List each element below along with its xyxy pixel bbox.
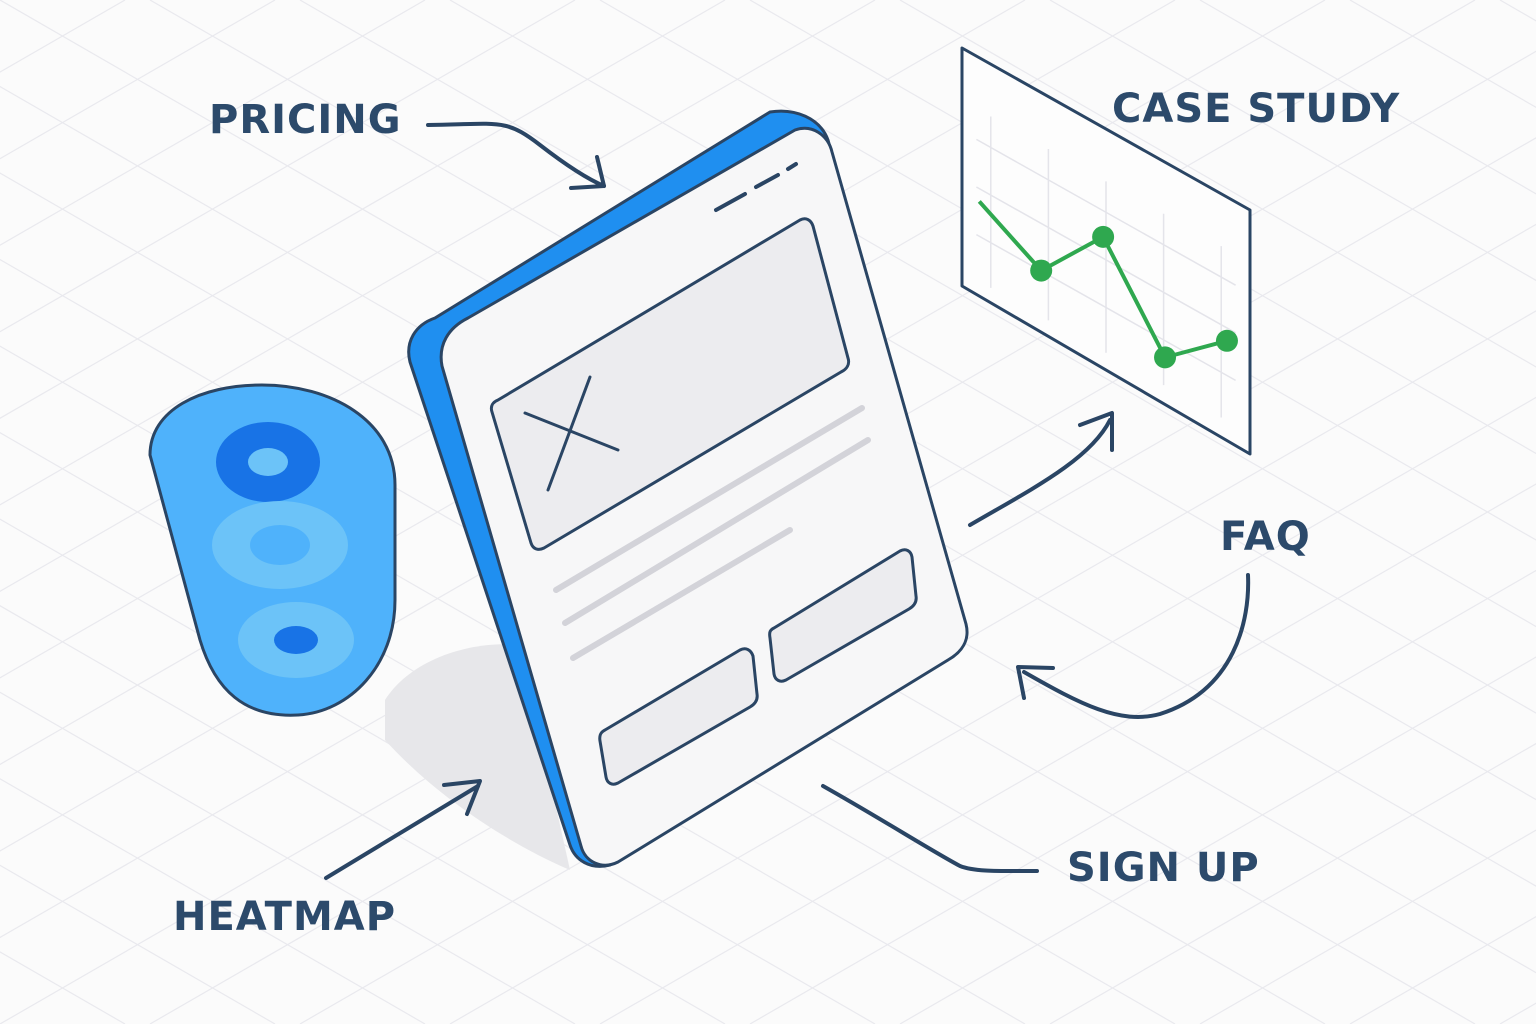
grid-line	[0, 0, 126, 73]
case-study-arrow-head	[1078, 411, 1114, 452]
label-case-study: CASE STUDY	[1112, 86, 1401, 132]
sign-up-arrow	[821, 784, 1039, 874]
grid-line	[149, 223, 1536, 1024]
heatmap-arrow-line	[324, 784, 480, 880]
grid-line	[449, 396, 1536, 1024]
chart-gridlines	[976, 116, 1236, 418]
grid-line	[1049, 0, 1536, 282]
heatmap-core-bottom	[274, 626, 318, 654]
chart-gridline-horizontal	[976, 186, 1236, 334]
faq-arrow	[1016, 573, 1251, 719]
text-line	[570, 527, 793, 661]
pricing-arrow-head	[569, 155, 606, 190]
heatmap-core-middle	[250, 525, 310, 565]
pricing-arrow-line	[426, 121, 606, 188]
chart-data-point	[1154, 346, 1177, 369]
hero-image-placeholder	[489, 217, 851, 551]
case-study-arrow	[968, 411, 1114, 527]
heatmap-blob-icon	[148, 383, 397, 717]
connector-arrows	[324, 121, 1251, 880]
grid-line	[0, 691, 576, 1024]
cta-button-right	[768, 548, 918, 683]
heatmap-arrow	[324, 779, 482, 880]
chart-gridline-horizontal	[976, 138, 1236, 286]
grid-line	[0, 951, 126, 1024]
window-controls	[714, 162, 798, 212]
grid-line	[0, 0, 426, 246]
grid-line	[0, 0, 726, 419]
grid-line	[899, 0, 1536, 368]
grid-line	[899, 656, 1536, 1024]
grid-line	[749, 569, 1536, 1024]
pricing-arrow	[426, 121, 606, 190]
grid-line	[599, 483, 1536, 1024]
grid-line	[1499, 0, 1536, 22]
label-sign-up: SIGN UP	[1067, 845, 1260, 891]
grid-line	[1199, 829, 1536, 1024]
grid-line	[1049, 742, 1536, 1024]
landing-page-wireframe-icon	[385, 109, 969, 870]
faq-arrow-head	[1016, 665, 1055, 700]
heatmap-arrow-head	[442, 779, 482, 816]
window-control-bar-short	[786, 162, 798, 171]
chart-plot	[977, 200, 1238, 369]
chart-data-point	[1092, 225, 1115, 248]
grid-line	[0, 0, 576, 333]
grid-line	[1499, 1002, 1536, 1024]
chart-data-point	[1030, 259, 1053, 282]
window-control-bar-long	[714, 192, 747, 212]
label-heatmap: HEATMAP	[173, 894, 397, 940]
cta-button-left	[598, 647, 759, 786]
text-line	[553, 405, 865, 593]
image-placeholder-icon	[489, 217, 851, 551]
case-study-arrow-line	[968, 418, 1112, 527]
grid-line	[0, 605, 726, 1024]
grid-line	[1199, 0, 1536, 195]
placeholder-cross-stroke-1	[523, 411, 620, 452]
chart-gridline-horizontal	[976, 233, 1236, 382]
placeholder-cross-stroke-2	[546, 375, 592, 492]
text-lines	[553, 405, 871, 661]
label-pricing: PRICING	[209, 97, 402, 143]
sign-up-arrow-line	[821, 784, 1039, 874]
label-faq: FAQ	[1220, 514, 1311, 560]
text-line	[562, 437, 871, 626]
window-control-bar-mid	[754, 173, 780, 189]
faq-arrow-line	[1022, 573, 1251, 719]
line-chart-panel-icon	[960, 46, 1252, 456]
heatmap-core-top	[248, 448, 288, 476]
chart-data-point	[1215, 329, 1238, 352]
grid-line	[0, 778, 426, 1024]
